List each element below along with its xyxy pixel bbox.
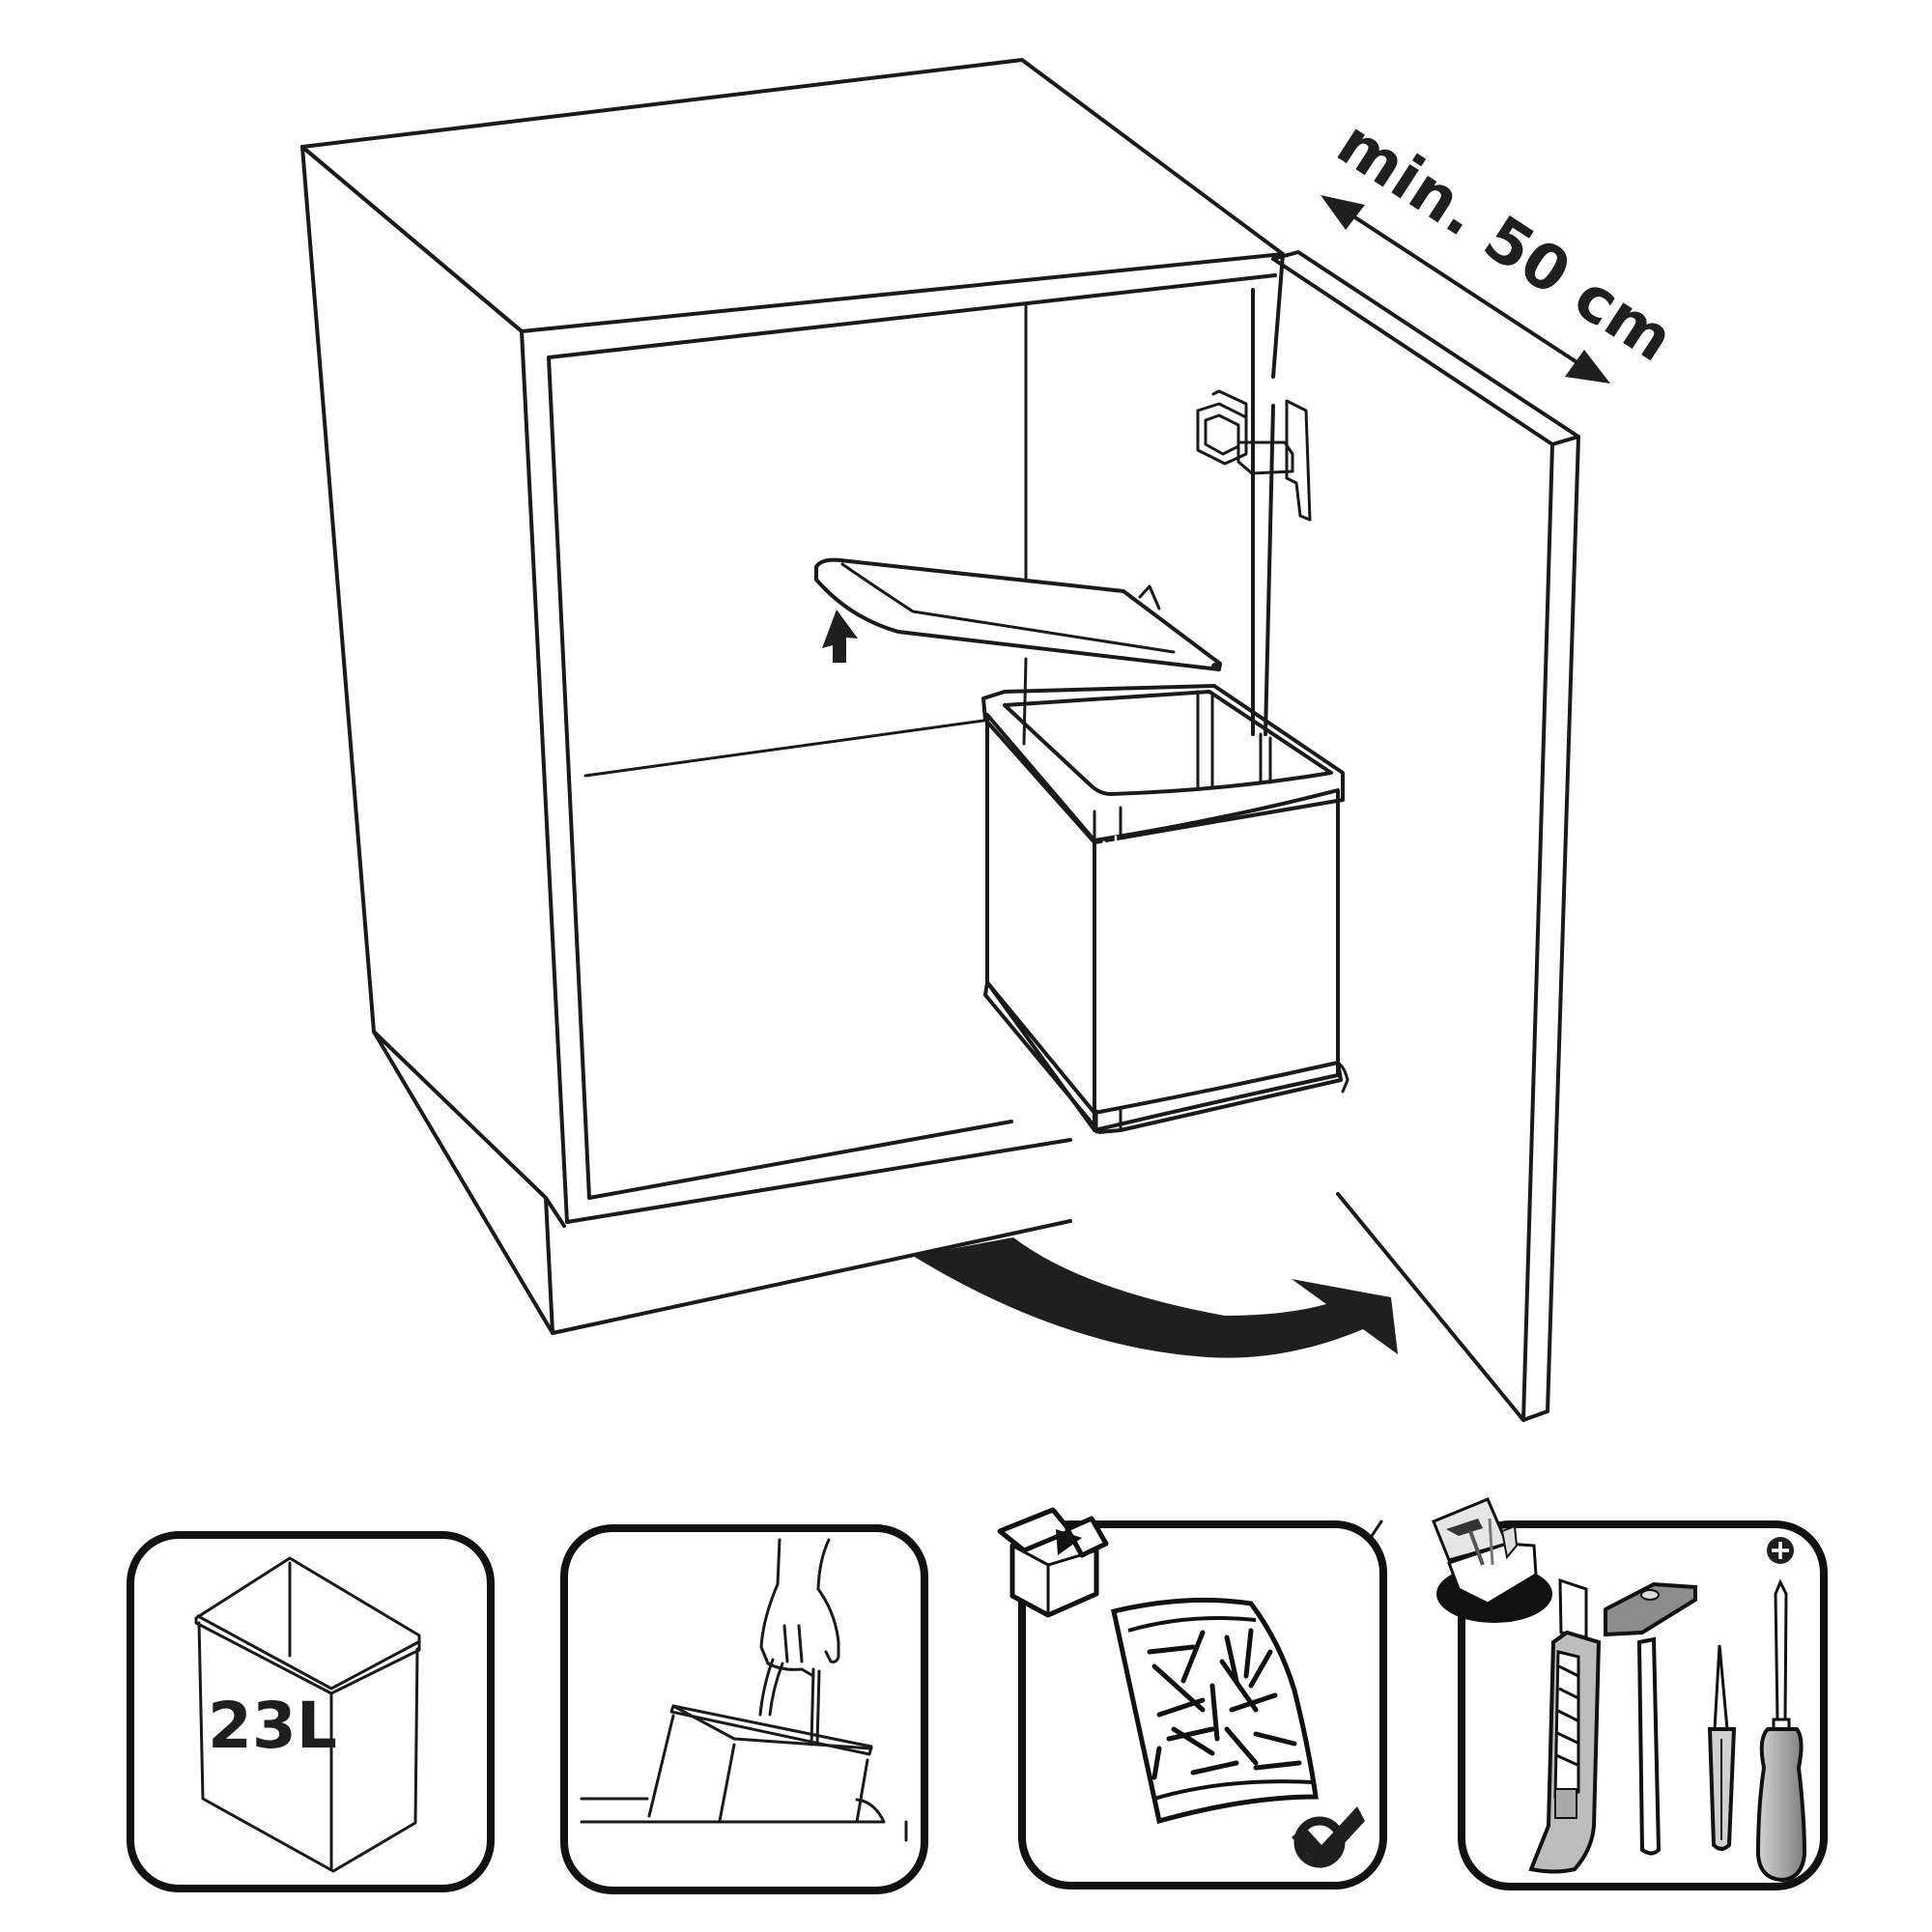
cabinet-inner-frame <box>547 273 1277 1200</box>
bin-lid <box>814 557 1222 671</box>
panel-capacity: 23L <box>127 1531 495 1892</box>
capacity-label: 23L <box>208 1689 337 1763</box>
bin-rim <box>981 684 1345 844</box>
cabinet-plinth <box>372 1030 1072 1335</box>
lid-up-arrow-icon <box>822 610 858 663</box>
hammer-icon <box>1604 1581 1697 1856</box>
panel-included-hardware <box>997 1507 1387 1889</box>
checkmark-icon <box>1292 1806 1365 1868</box>
cabinet-left-side <box>300 145 548 1200</box>
hinge-icon <box>1196 389 1312 522</box>
phillips-screwdriver-icon <box>1755 1578 1807 1883</box>
waste-bin <box>981 684 1350 1134</box>
bin-opening <box>1003 690 1333 796</box>
screws-bag-icon <box>1111 1597 1319 1825</box>
utility-knife-icon <box>1528 1577 1602 1874</box>
hand-lifting-bucket-icon <box>580 1538 908 1842</box>
open-box-icon <box>997 1507 1109 1618</box>
dimension-indicator: min. 50 cm <box>1321 107 1685 384</box>
cabinet-left-side-top-edge <box>300 145 524 333</box>
cabinet <box>300 58 1285 1335</box>
toolbox-icon <box>1432 1497 1552 1623</box>
panel-tools-needed <box>1432 1497 1828 1890</box>
cabinet-door <box>1271 250 1580 1422</box>
cabinet-center-divider <box>1022 303 1028 746</box>
door-edge <box>1271 257 1580 1422</box>
panel-frame <box>560 1524 928 1894</box>
cabinet-right-post <box>1251 252 1285 736</box>
sparkle-icon <box>1096 836 1135 869</box>
door-panel <box>1271 250 1580 1422</box>
cabinet-front-frame-left <box>520 329 1072 1224</box>
bin-side <box>985 713 1096 1132</box>
cabinet-shelf <box>583 719 985 778</box>
bin-capacity-icon <box>194 1556 421 1873</box>
panel-removable-bucket <box>560 1524 928 1894</box>
dimension-label: min. 50 cm <box>1324 107 1685 376</box>
awl-icon <box>1707 1644 1737 1851</box>
bin-front <box>1093 788 1340 1132</box>
swing-out-arrow-icon <box>913 1237 1398 1358</box>
phillips-plus-icon <box>1767 1537 1794 1564</box>
